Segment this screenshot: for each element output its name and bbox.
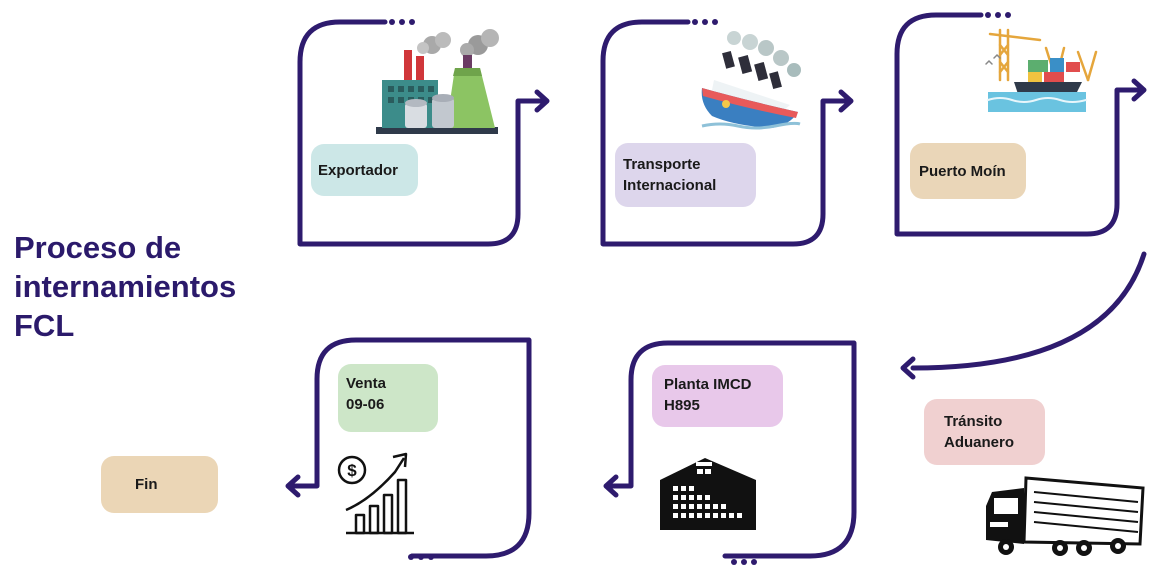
step-fin-label: Fin <box>135 476 158 493</box>
bracket-venta <box>287 337 532 559</box>
step-transporte-internacional: Transporte Internacional <box>615 143 756 207</box>
title-line-3: FCL <box>14 308 75 343</box>
svg-text:$: $ <box>347 461 357 480</box>
warehouse-icon <box>660 458 756 530</box>
arrowhead-2 <box>838 89 854 113</box>
step-venta-label: Venta 09-06 <box>346 375 387 413</box>
bracket-transporte <box>600 19 852 247</box>
bracket-puerto <box>894 12 1145 237</box>
bracket-exportador <box>297 19 548 247</box>
arrowhead-3 <box>1131 78 1147 102</box>
connector-curve <box>910 251 1147 371</box>
step-puerto-moin: Puerto Moín <box>910 143 1026 199</box>
dots-3 <box>985 12 1011 18</box>
bracket-planta <box>605 340 857 559</box>
step-planta-label: Planta IMCD H895 <box>664 376 752 414</box>
step-exportador-label: Exportador <box>318 161 399 179</box>
step-transito-aduanero: Tránsito Aduanero <box>924 399 1045 465</box>
ship-icon <box>701 31 801 130</box>
step-transito-label: Tránsito Aduanero <box>944 413 1015 451</box>
arrowhead-6 <box>285 474 301 498</box>
truck-icon <box>986 476 1145 556</box>
port-crane-icon <box>985 28 1098 112</box>
step-exportador: Exportador <box>311 144 418 196</box>
title-line-2: internamientos <box>14 269 237 304</box>
step-planta-imcd: Planta IMCD H895 <box>652 365 783 427</box>
step-venta: Venta 09-06 <box>338 364 438 432</box>
sales-growth-icon: $ <box>337 452 414 535</box>
title-line-1: Proceso de <box>14 230 182 265</box>
dots-5 <box>408 554 434 560</box>
step-fin: Fin <box>101 456 218 513</box>
arrowhead-5 <box>603 474 619 498</box>
factory-icon <box>376 29 499 134</box>
dots-4 <box>731 559 757 565</box>
arrowhead-1 <box>534 89 550 113</box>
dots-2 <box>692 19 718 25</box>
dots-1 <box>389 19 415 25</box>
arrowhead-4 <box>900 356 916 380</box>
step-transporte-label: Transporte Internacional <box>623 156 717 194</box>
step-puerto-label: Puerto Moín <box>919 162 1006 180</box>
diagram-title: Proceso de internamientos FCL <box>14 228 236 345</box>
